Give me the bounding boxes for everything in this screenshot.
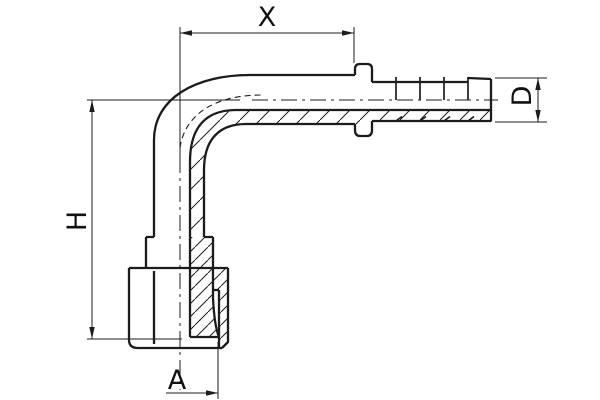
centerlines	[87, 27, 498, 390]
nut-thread-bore	[213, 288, 221, 348]
wall-outer-corner-arc	[202, 122, 247, 171]
a-dimension-label: A	[168, 365, 187, 396]
barb-ridges	[395, 77, 475, 122]
bead-upper	[353, 62, 374, 82]
x-arrow-left	[180, 30, 192, 36]
section-hatching	[190, 110, 491, 348]
dimension-labels: X H D A	[62, 2, 538, 396]
nut-outline	[127, 266, 230, 350]
h-arrow-bottom	[89, 327, 95, 339]
a-arrow	[206, 390, 218, 396]
hatch-hose-tail-wall	[372, 110, 491, 121]
collar-step-left	[144, 235, 154, 268]
dimension-lines	[87, 27, 547, 399]
hidden-bore-arc	[179, 94, 263, 149]
fitting-outline	[127, 62, 493, 350]
d-arrow-bottom	[535, 110, 541, 122]
h-arrow-top	[89, 100, 95, 112]
d-arrow-top	[535, 78, 541, 90]
bore-corner-arc	[188, 108, 237, 163]
x-dimension-label: X	[258, 2, 277, 33]
bead-lower	[353, 121, 374, 138]
x-arrow-right	[342, 30, 354, 36]
elbow-outer-arc	[152, 73, 355, 141]
hatch-elbow-wall	[190, 110, 372, 237]
hatch-nut-body	[213, 268, 228, 348]
h-dimension-label: H	[62, 211, 93, 231]
d-dimension-label: D	[507, 86, 538, 107]
hose-tail-tip-top	[467, 76, 492, 81]
hatch-collar-flare	[190, 237, 219, 337]
